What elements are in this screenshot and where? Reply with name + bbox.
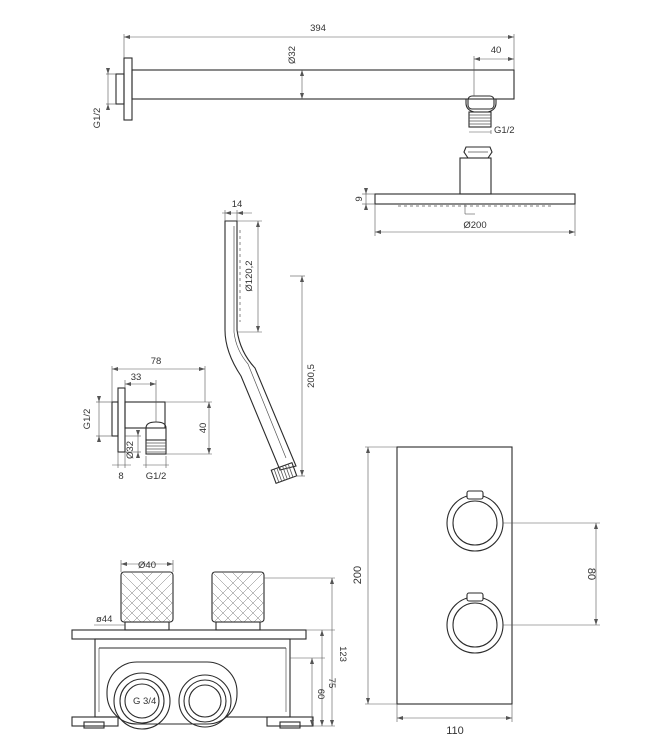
dim-outlet-height: 40 — [198, 423, 209, 434]
hand-shower-connector — [270, 461, 298, 485]
cover-plate-view: 200 80 110 — [352, 446, 600, 737]
outlet-collar — [111, 401, 119, 437]
dim-outlet-depth: 78 — [151, 356, 162, 367]
outlet-thread — [145, 439, 167, 455]
head-neck — [459, 157, 492, 195]
dim-hand-head-diameter: Ø120,2 — [244, 260, 255, 291]
arm-tube — [131, 69, 515, 100]
valve-ports-frame — [106, 661, 238, 725]
elbow-body — [467, 95, 495, 110]
hand-shower-connector-threads — [273, 463, 294, 483]
dim-valve-depth-min: 60 — [315, 689, 326, 700]
dim-plate-width: 110 — [446, 725, 464, 737]
label-valve-connection: G 3/4 — [133, 696, 156, 707]
dim-outlet-flange: 8 — [118, 471, 123, 482]
label-outlet-thread: G1/2 — [146, 471, 167, 482]
valve-body-view: Ø40 ø44 G 3/4 — [71, 560, 348, 730]
dim-head-thickness: 9 — [354, 196, 365, 201]
dim-arm-diameter: Ø32 — [287, 46, 298, 64]
dim-elbow: 40 — [491, 45, 502, 56]
knob-left — [120, 571, 174, 631]
outlet-body — [124, 401, 166, 429]
head-plate — [374, 193, 576, 205]
handle-top — [446, 490, 504, 552]
label-arm-outlet-thread: G1/2 — [494, 125, 515, 136]
label-outlet-inlet-thread: G1/2 — [82, 409, 93, 430]
outlet-elbow — [145, 421, 167, 441]
wall-outlet-view: 78 33 40 G1/2 Ø32 8 — [82, 356, 212, 482]
dim-rosette-diameter: ø44 — [96, 614, 112, 625]
label-arm-wall-thread: G1/2 — [92, 108, 103, 129]
head-swivel-joint — [463, 146, 493, 159]
dim-outlet-offset: 33 — [131, 372, 142, 383]
dim-arm-length: 394 — [310, 23, 326, 34]
knob-right — [211, 571, 265, 631]
dim-knob-diameter: Ø40 — [138, 560, 156, 571]
dim-outlet-flange-diameter: Ø32 — [125, 441, 136, 459]
valve-cover-plate-side — [71, 629, 307, 640]
valve-port-right — [178, 674, 232, 728]
flange-collar — [115, 73, 125, 105]
shower-head-view: 9 Ø200 — [354, 146, 576, 236]
wall-flange — [123, 57, 133, 121]
outlet-flange — [117, 387, 126, 453]
hand-shower-face — [233, 226, 287, 459]
outlet-thread-lines — [146, 442, 166, 453]
dim-head-diameter: Ø200 — [463, 220, 486, 231]
cover-plate — [396, 446, 513, 705]
handle-bottom — [446, 592, 504, 654]
dim-valve-depth-max: 75 — [326, 678, 337, 689]
arm-outlet-thread — [468, 111, 492, 128]
dim-plate-height: 200 — [352, 566, 364, 584]
arm-elbow — [465, 99, 497, 113]
arm-outlet-thread-lines — [469, 114, 491, 125]
dim-hand-length: 200,5 — [306, 364, 317, 388]
shower-arm-view: 394 Ø32 40 G1/2 G1/2 — [92, 23, 515, 136]
dim-handle-spacing: 80 — [585, 568, 597, 580]
hand-shower-view: 14 Ø120,2 200,5 — [222, 199, 317, 485]
valve-port-left — [113, 672, 171, 730]
dim-hand-top: 14 — [232, 199, 243, 210]
hand-shower-outline — [224, 220, 297, 471]
dim-valve-depth-total: 123 — [337, 646, 348, 662]
